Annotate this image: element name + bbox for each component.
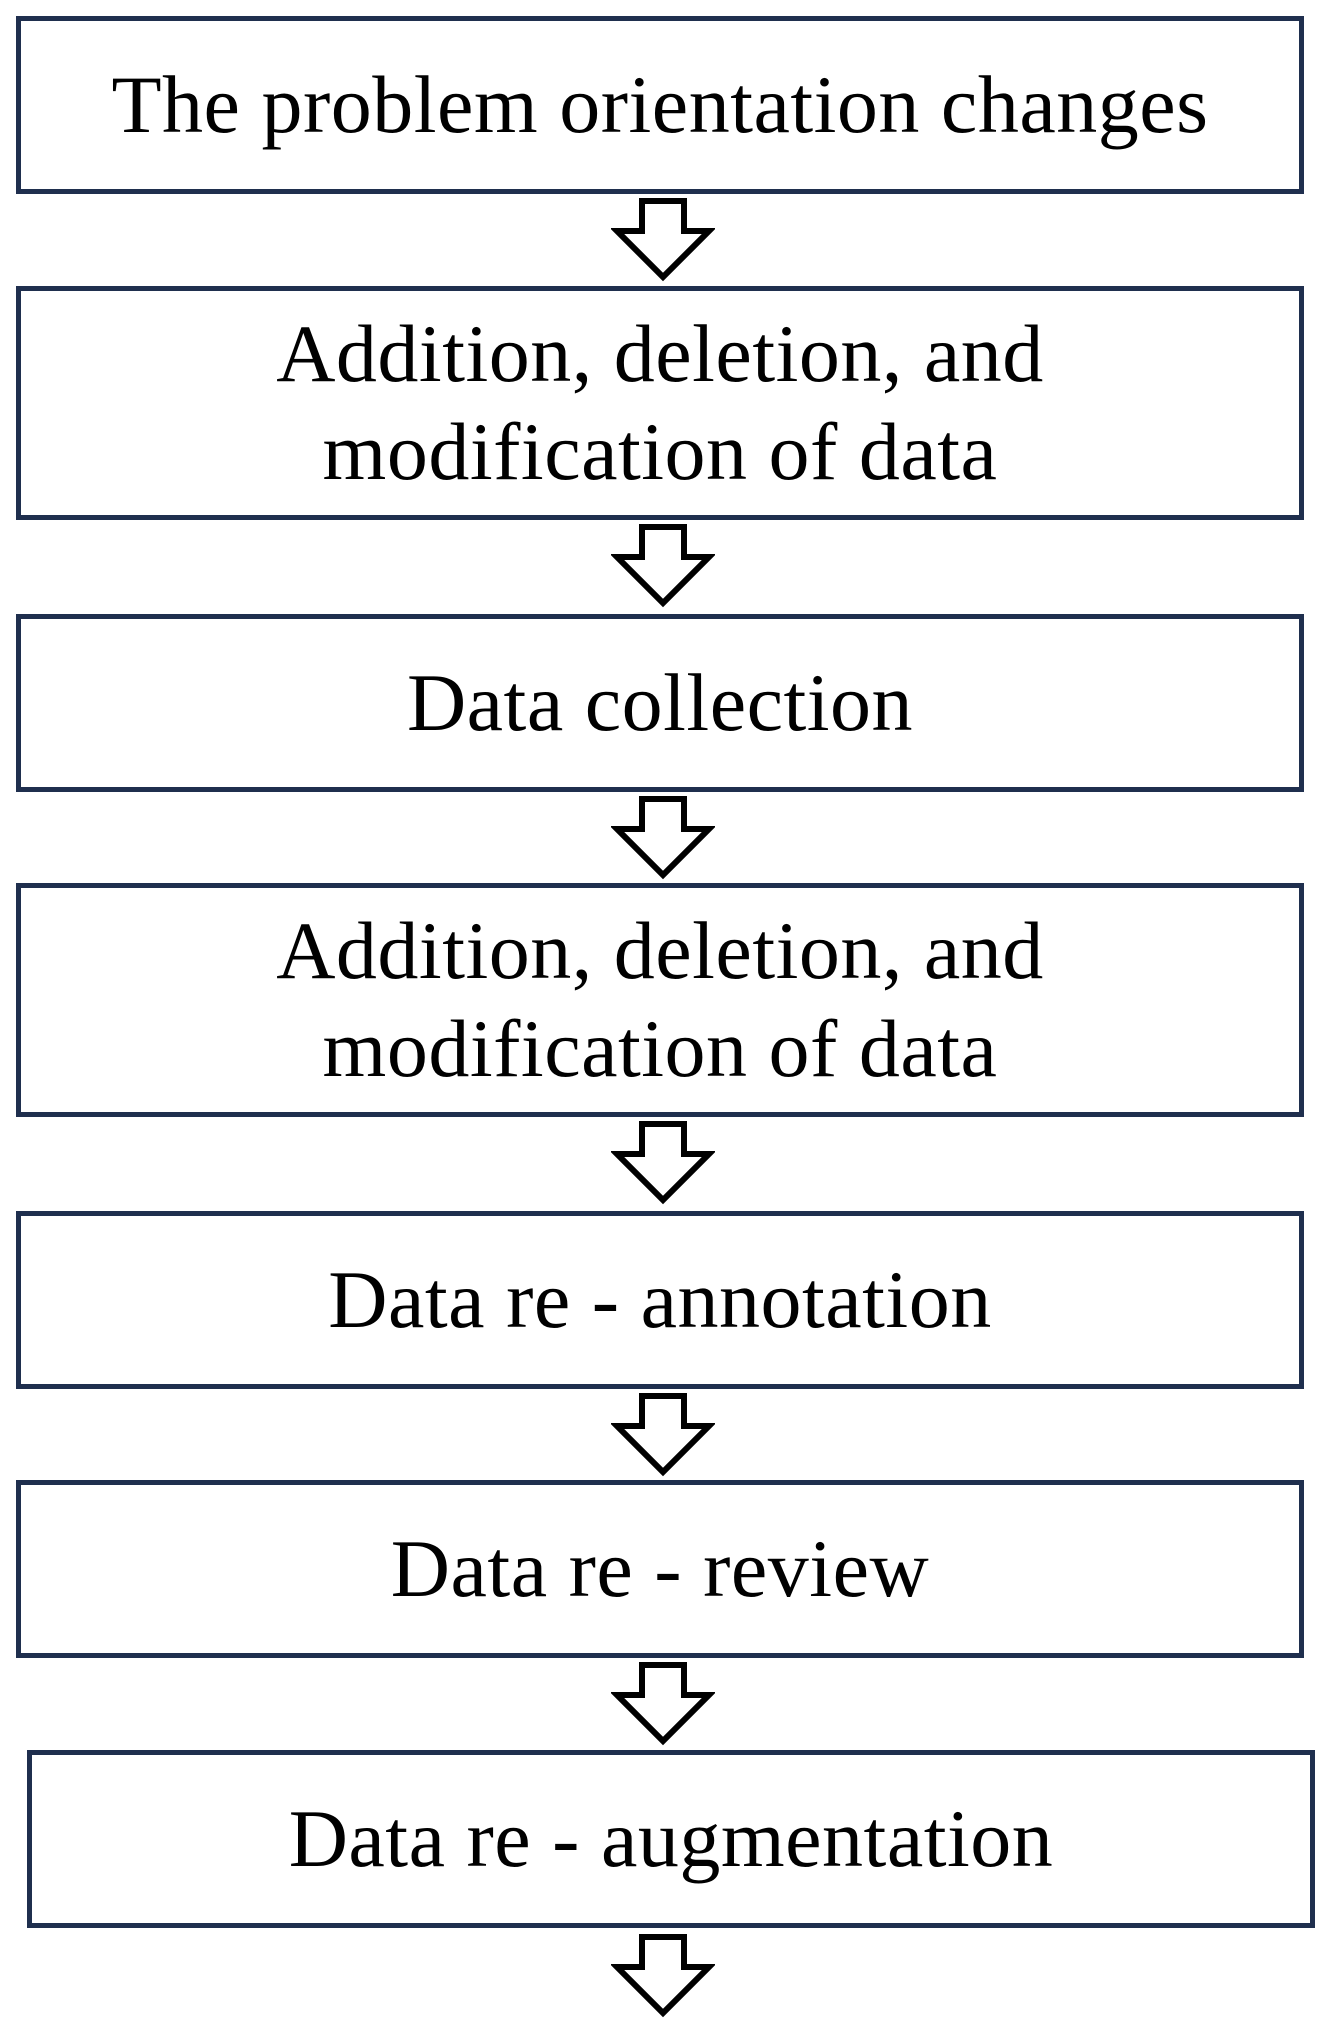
down-arrow-icon <box>611 1662 715 1746</box>
down-arrow-icon <box>611 1934 715 2018</box>
step-label: Data re - annotation <box>328 1254 992 1345</box>
step-label: Addition, deletion, and modification of … <box>276 905 1044 1094</box>
step-box-data-re-augmentation: Data re - augmentation <box>27 1750 1315 1928</box>
step-box-data-modification-1: Addition, deletion, and modification of … <box>16 286 1304 520</box>
step-box-data-re-review: Data re - review <box>16 1480 1304 1658</box>
step-label: The problem orientation changes <box>111 59 1209 150</box>
down-arrow-icon <box>611 198 715 282</box>
down-arrow-icon <box>611 1121 715 1205</box>
step-box-data-re-annotation: Data re - annotation <box>16 1211 1304 1389</box>
step-label: Data re - review <box>390 1523 930 1614</box>
down-arrow-icon <box>611 796 715 880</box>
step-box-data-modification-2: Addition, deletion, and modification of … <box>16 883 1304 1117</box>
down-arrow-icon <box>611 524 715 608</box>
down-arrow-icon <box>611 1393 715 1477</box>
step-box-problem-orientation: The problem orientation changes <box>16 16 1304 194</box>
step-label: Data re - augmentation <box>288 1793 1054 1884</box>
step-box-data-collection: Data collection <box>16 614 1304 792</box>
step-label: Data collection <box>406 657 914 748</box>
step-label: Addition, deletion, and modification of … <box>276 308 1044 497</box>
